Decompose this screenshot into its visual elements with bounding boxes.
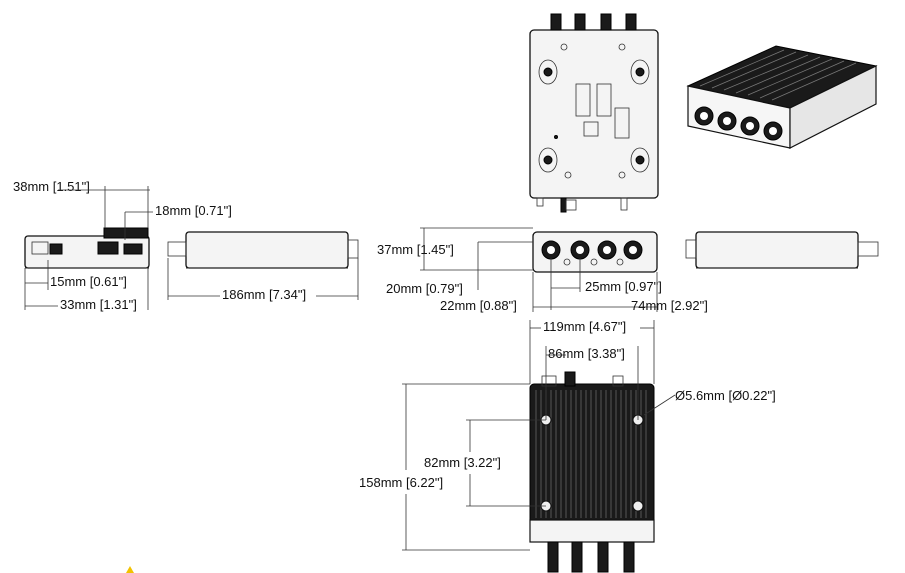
heatsink-fins <box>535 390 647 518</box>
dim-top-inner-width: 86mm [3.38"] <box>548 346 625 361</box>
bottom-view <box>529 13 659 213</box>
dim-front-connector-spacing: 25mm [0.97"] <box>585 279 662 294</box>
bnc-connectors-iso <box>694 106 783 141</box>
warning-triangle-icon <box>126 566 134 573</box>
dim-side-left-height: 38mm [1.51"] <box>13 179 90 194</box>
dim-side-left-width: 33mm [1.31"] <box>60 297 137 312</box>
bnc-connectors-top <box>550 13 637 31</box>
dim-front-left-offset: 22mm [0.88"] <box>440 298 517 313</box>
mounting-slots <box>538 43 650 179</box>
dim-front-connector-height: 20mm [0.79"] <box>386 281 463 296</box>
dim-hole-diameter: Ø5.6mm [Ø0.22"] <box>675 388 776 403</box>
side-view-left <box>24 227 150 269</box>
dim-front-width: 74mm [2.92"] <box>631 298 708 313</box>
dim-hole-spacing: 82mm [3.22"] <box>424 455 501 470</box>
front-view <box>532 231 658 273</box>
side-view-long <box>167 231 359 269</box>
isometric-view <box>686 45 878 149</box>
dim-side-left-port-offset: 15mm [0.61"] <box>50 274 127 289</box>
dim-top-width: 119mm [4.67"] <box>543 319 626 334</box>
dim-side-length: 186mm [7.34"] <box>222 287 306 302</box>
side-view-right <box>685 231 879 269</box>
top-view <box>529 371 655 573</box>
dim-top-length: 158mm [6.22"] <box>359 475 443 490</box>
dim-front-height: 37mm [1.45"] <box>377 242 454 257</box>
dim-side-left-port-height: 18mm [0.71"] <box>155 203 232 218</box>
